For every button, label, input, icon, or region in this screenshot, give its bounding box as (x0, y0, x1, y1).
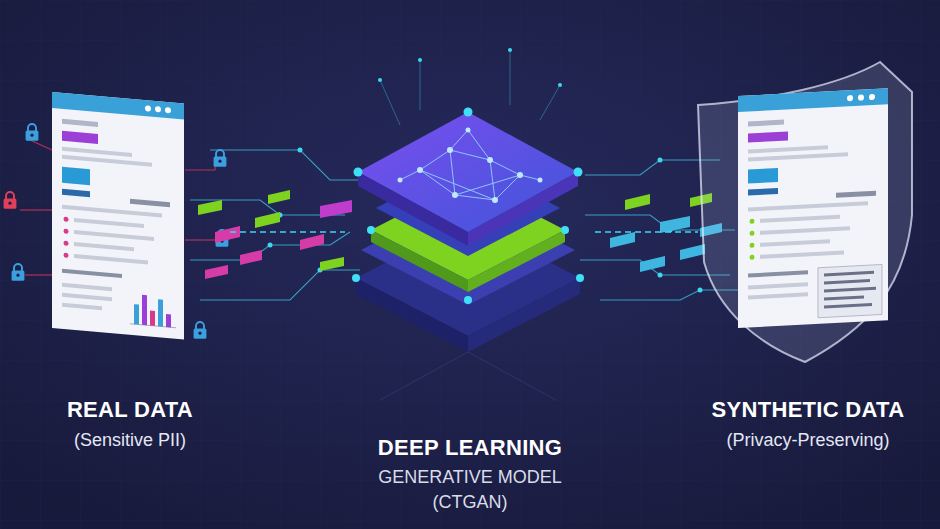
data-flow (595, 232, 698, 233)
stage-subtitle: (Sensitive PII) (74, 428, 186, 452)
data-stage: REAL DATA (Sensitive PII) (30, 60, 230, 460)
stage-title: REAL DATA (67, 397, 193, 423)
stage-title: DEEP LEARNING (378, 435, 562, 461)
flow-line (230, 231, 345, 232)
stage-title: SYNTHETIC DATA (712, 397, 905, 423)
flow-line (595, 231, 698, 232)
data-stage: SYNTHETIC DATA (Privacy-Preserving) (698, 60, 918, 460)
stage-subtitle: GENERATIVE MODEL (CTGAN) (373, 465, 568, 514)
stage-subtitle: (Privacy-Preserving) (726, 428, 889, 452)
data-stage: DEEP LEARNING GENERATIVE MODEL (CTGAN) (345, 80, 595, 520)
data-flow (230, 232, 345, 233)
